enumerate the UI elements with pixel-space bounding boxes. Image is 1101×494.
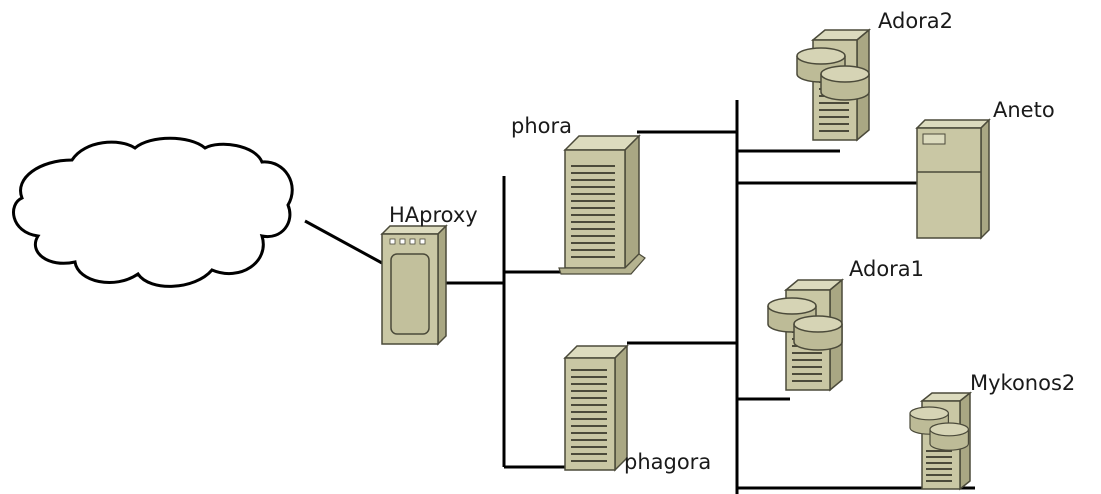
cloud-haproxy-link	[304, 219, 383, 265]
adora1-server	[767, 279, 843, 391]
phora-label: phora	[511, 114, 572, 138]
haproxy-label: HAproxy	[389, 203, 478, 227]
internet-cloud	[12, 136, 294, 288]
phagora-label: phagora	[624, 450, 711, 474]
mykonos2-server	[909, 391, 973, 491]
phora-server	[558, 135, 646, 275]
aneto-label: Aneto	[993, 98, 1055, 122]
haproxy-device	[380, 224, 448, 346]
adora1-label: Adora1	[849, 257, 924, 281]
adora2-server	[796, 29, 870, 141]
aneto-server	[915, 118, 991, 240]
mykonos2-label: Mykonos2	[970, 371, 1075, 395]
phagora-server	[563, 344, 629, 472]
adora2-label: Adora2	[878, 9, 953, 33]
